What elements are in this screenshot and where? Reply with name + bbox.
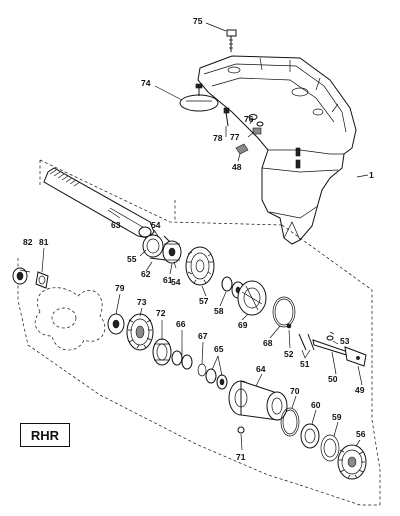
callout-53: 53 — [340, 336, 350, 346]
callout-56: 56 — [356, 429, 366, 439]
pin-62 — [149, 257, 167, 261]
screw-78 — [223, 107, 230, 127]
bearing-carrier-64 — [228, 380, 288, 421]
pins-51 — [298, 333, 315, 351]
bearing-set-66 — [171, 350, 193, 370]
bearing-60 — [300, 423, 320, 449]
ball-52 — [286, 323, 292, 329]
reverse-gear-56 — [337, 444, 367, 480]
tab-washer-81 — [35, 271, 49, 289]
washer-59 — [320, 434, 340, 462]
callout-68: 68 — [263, 338, 273, 348]
nut-82 — [12, 267, 28, 285]
callout-74: 74 — [141, 78, 151, 88]
callout-49: 49 — [355, 385, 365, 395]
o-ring-68 — [272, 296, 296, 328]
callout-69: 69 — [238, 320, 248, 330]
gear-57 — [185, 246, 215, 286]
rhr-badge-text: RHR — [30, 427, 60, 443]
callout-70: 70 — [290, 386, 300, 396]
callout-1: 1 — [369, 170, 374, 180]
spring-53 — [329, 331, 335, 335]
callout-60: 60 — [311, 400, 321, 410]
shift-cam-49 — [344, 346, 367, 367]
washer-76 — [248, 114, 258, 120]
callout-54a: 54 — [151, 220, 161, 230]
o-ring-70 — [280, 407, 300, 437]
callout-65: 65 — [214, 344, 224, 354]
callout-48: 48 — [232, 162, 242, 172]
fitting-48 — [235, 143, 249, 155]
callout-71: 71 — [236, 452, 246, 462]
callout-82: 82 — [23, 237, 33, 247]
callout-78: 78 — [213, 133, 223, 143]
callout-76: 76 — [244, 114, 254, 124]
rhr-badge: RHR — [20, 423, 70, 447]
callout-79: 79 — [115, 283, 125, 293]
bearing-72 — [152, 338, 172, 366]
callout-54b: 54 — [171, 277, 181, 287]
callout-52: 52 — [284, 349, 294, 359]
assembly-outline — [17, 159, 381, 506]
callout-67: 67 — [198, 331, 208, 341]
callout-55: 55 — [127, 254, 137, 264]
sliding-clutch-55 — [142, 234, 164, 258]
gearcase-housing — [197, 55, 357, 245]
clutch-61 — [162, 240, 182, 264]
callout-61: 61 — [163, 275, 173, 285]
propeller-shaft-63 — [43, 167, 155, 239]
callout-59: 59 — [332, 412, 342, 422]
callout-81: 81 — [39, 237, 49, 247]
callout-numbers: 75 1 74 76 77 78 48 63 54 55 62 61 54 57… — [23, 16, 374, 462]
callout-66: 66 — [176, 319, 186, 329]
callout-51: 51 — [300, 359, 310, 369]
snap-ring-67 — [197, 363, 207, 377]
callout-77: 77 — [230, 132, 240, 142]
forward-gear-73 — [126, 313, 154, 351]
trim-tab-74 — [179, 83, 219, 112]
callout-58: 58 — [214, 306, 224, 316]
callout-62: 62 — [141, 269, 151, 279]
nut-77 — [252, 121, 264, 135]
callout-63: 63 — [111, 220, 121, 230]
callout-75: 75 — [193, 16, 203, 26]
propeller-ghost — [34, 287, 106, 351]
bearing-65 — [205, 368, 228, 390]
bolt-75 — [226, 29, 237, 52]
callout-72: 72 — [156, 308, 166, 318]
thrust-hub-79 — [107, 313, 125, 335]
callout-64: 64 — [256, 364, 266, 374]
callout-57: 57 — [199, 296, 209, 306]
callout-73: 73 — [137, 297, 147, 307]
callout-50: 50 — [328, 374, 338, 384]
bearing-69 — [237, 280, 267, 316]
leader-lines — [19, 22, 369, 451]
pin-71 — [237, 426, 245, 434]
